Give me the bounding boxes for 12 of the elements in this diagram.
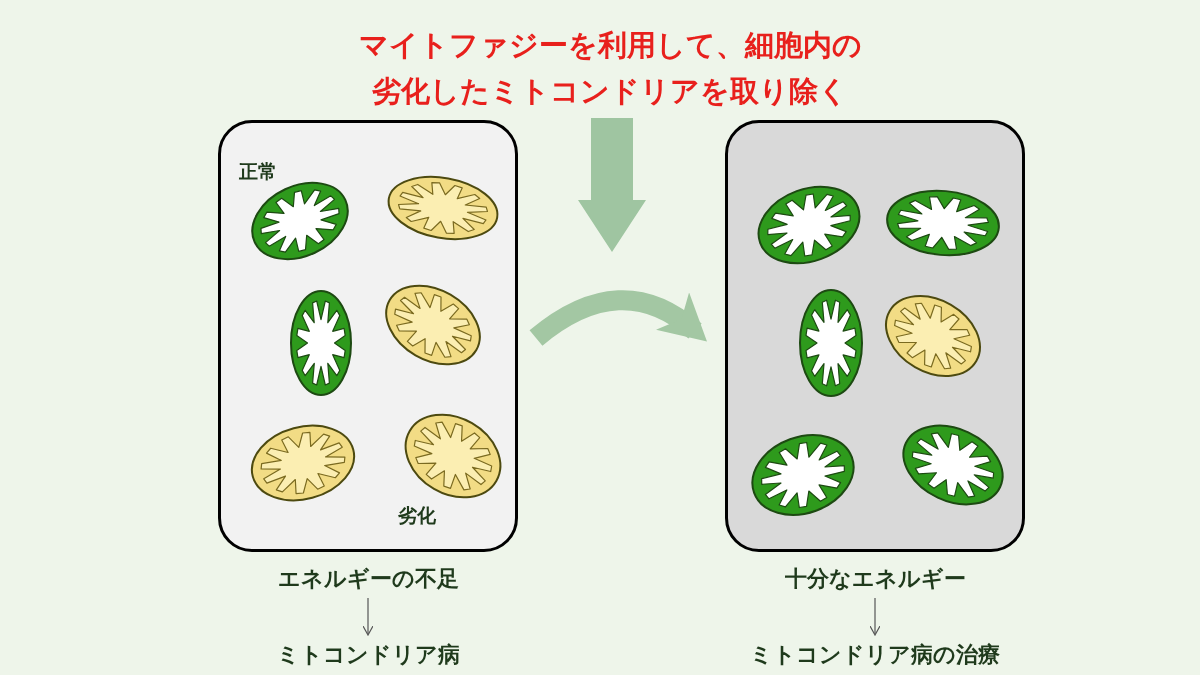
panel-label: 劣化 (398, 503, 436, 528)
outcome-text: ミトコンドリア病の治療 (735, 638, 1015, 670)
arrow (869, 597, 881, 636)
outcome-text: エネルギーの不足 (238, 562, 498, 594)
title: マイトファジーを利用して、細胞内の劣化したミトコンドリアを取り除く (357, 27, 863, 110)
arrow (529, 290, 708, 346)
outcome-text: 十分なエネルギー (735, 562, 1015, 594)
panel-label: 正常 (239, 159, 277, 184)
outcome-text: ミトコンドリア病 (238, 638, 498, 670)
arrow (362, 597, 374, 636)
cell-panel (218, 120, 518, 552)
cell-panel (725, 120, 1025, 552)
